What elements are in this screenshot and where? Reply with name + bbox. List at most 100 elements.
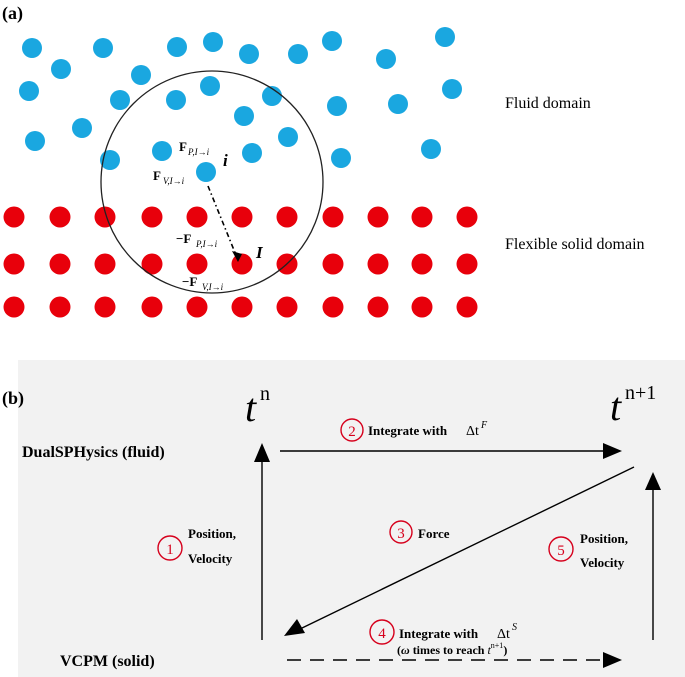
- fluid-particle: [435, 27, 455, 47]
- solid-particle: [94, 253, 116, 275]
- solid-particle: [141, 296, 163, 318]
- fluid-domain-label: Fluid domain: [505, 95, 591, 112]
- solid-particle: [49, 296, 71, 318]
- step-1: 1 Position, Velocity: [157, 526, 236, 566]
- fluid-particle: [327, 96, 347, 116]
- fluid-particle: [196, 162, 216, 182]
- fluid-particle: [288, 44, 308, 64]
- panel-b-background: [18, 360, 685, 677]
- fluid-particle: [100, 150, 120, 170]
- svg-text:Integrate with: Integrate with: [368, 423, 448, 438]
- step-number-circle: [340, 418, 364, 442]
- force-label-fp: F P,I→i: [179, 139, 210, 157]
- solid-particle: [94, 206, 116, 228]
- panel-b-label: (b): [2, 388, 24, 409]
- interaction-arrow: [207, 185, 239, 261]
- time-label-tn1: t n+1: [610, 382, 656, 429]
- fluid-particle: [331, 148, 351, 168]
- svg-text:S: S: [512, 622, 517, 633]
- svg-text:t: t: [610, 384, 622, 429]
- solid-particle: [49, 206, 71, 228]
- fluid-particle: [166, 90, 186, 110]
- svg-text:4: 4: [378, 626, 386, 642]
- svg-text:Force: Force: [418, 526, 450, 541]
- arrow-step-5: [645, 472, 661, 640]
- fluid-particle: [376, 49, 396, 69]
- solid-particle: [322, 296, 344, 318]
- svg-text:Integrate with: Integrate with: [399, 626, 479, 641]
- svg-text:Position,: Position,: [580, 531, 628, 546]
- solid-particle: [231, 253, 253, 275]
- fluid-particle: [25, 131, 45, 151]
- solid-particle: [94, 296, 116, 318]
- fluid-particle: [19, 81, 39, 101]
- fluid-particles: [19, 27, 462, 182]
- solid-particle: [322, 253, 344, 275]
- svg-text:n: n: [260, 383, 270, 405]
- solid-particle: [3, 206, 25, 228]
- svg-text:V,I→i: V,I→i: [202, 282, 224, 292]
- fluid-particle: [203, 32, 223, 52]
- svg-text:Position,: Position,: [188, 526, 236, 541]
- solid-particle: [186, 206, 208, 228]
- svg-text:Velocity: Velocity: [580, 555, 625, 570]
- fluid-particle: [421, 139, 441, 159]
- interaction-arrowhead: [232, 251, 242, 262]
- solid-particle: [141, 253, 163, 275]
- fluid-solver-label: DualSPHysics (fluid): [22, 444, 165, 461]
- fluid-particle: [278, 127, 298, 147]
- solid-particle: [186, 296, 208, 318]
- solid-particle: [367, 206, 389, 228]
- solid-particle: [367, 253, 389, 275]
- solid-particle: [186, 253, 208, 275]
- solid-particle: [231, 206, 253, 228]
- fluid-particle: [242, 143, 262, 163]
- svg-text:Δt: Δt: [466, 424, 479, 439]
- solid-particle: [231, 296, 253, 318]
- solid-particle: [3, 253, 25, 275]
- fluid-particle: [262, 86, 282, 106]
- svg-text:3: 3: [397, 526, 405, 542]
- particle-I-label: I: [255, 243, 264, 262]
- solid-particle: [456, 296, 478, 318]
- solid-solver-label: VCPM (solid): [60, 653, 155, 670]
- step-5: 5 Position, Velocity: [548, 531, 628, 570]
- solid-particle: [456, 206, 478, 228]
- fluid-particle: [234, 106, 254, 126]
- fluid-particle: [131, 65, 151, 85]
- svg-text:−F: −F: [182, 274, 197, 289]
- svg-text:F: F: [480, 420, 488, 431]
- solid-particle: [276, 296, 298, 318]
- fluid-particle: [442, 79, 462, 99]
- svg-text:1: 1: [166, 542, 174, 558]
- panel-a-label: (a): [2, 3, 23, 24]
- step-3: 3 Force: [389, 520, 450, 544]
- svg-text:(ω times to reach tn+1): (ω times to reach tn+1): [397, 641, 507, 657]
- fluid-particle: [110, 90, 130, 110]
- solid-particle: [367, 296, 389, 318]
- arrow-step-1: [254, 443, 270, 640]
- svg-text:2: 2: [348, 424, 356, 440]
- svg-text:F: F: [153, 168, 161, 183]
- step-4: 4 Integrate with Δt S (ω times to reach …: [369, 619, 517, 657]
- particle-i-label: i: [223, 151, 228, 170]
- influence-circle: [100, 70, 324, 294]
- arrow-step-4: [287, 652, 622, 668]
- svg-text:F: F: [179, 139, 187, 154]
- fluid-particle: [322, 31, 342, 51]
- solid-domain-label: Flexible solid domain: [505, 236, 645, 253]
- fluid-particle: [239, 44, 259, 64]
- solid-particle: [456, 253, 478, 275]
- force-label-neg-fp: −F P,I→i: [176, 231, 218, 249]
- fluid-particle: [72, 118, 92, 138]
- svg-text:5: 5: [557, 543, 565, 559]
- arrow-step-2: [280, 443, 622, 459]
- svg-text:t: t: [245, 385, 257, 430]
- solid-particles: [3, 206, 478, 318]
- solid-particle: [322, 206, 344, 228]
- fluid-particle: [152, 141, 172, 161]
- solid-particle: [276, 206, 298, 228]
- fluid-particle: [388, 94, 408, 114]
- svg-text:Velocity: Velocity: [188, 551, 233, 566]
